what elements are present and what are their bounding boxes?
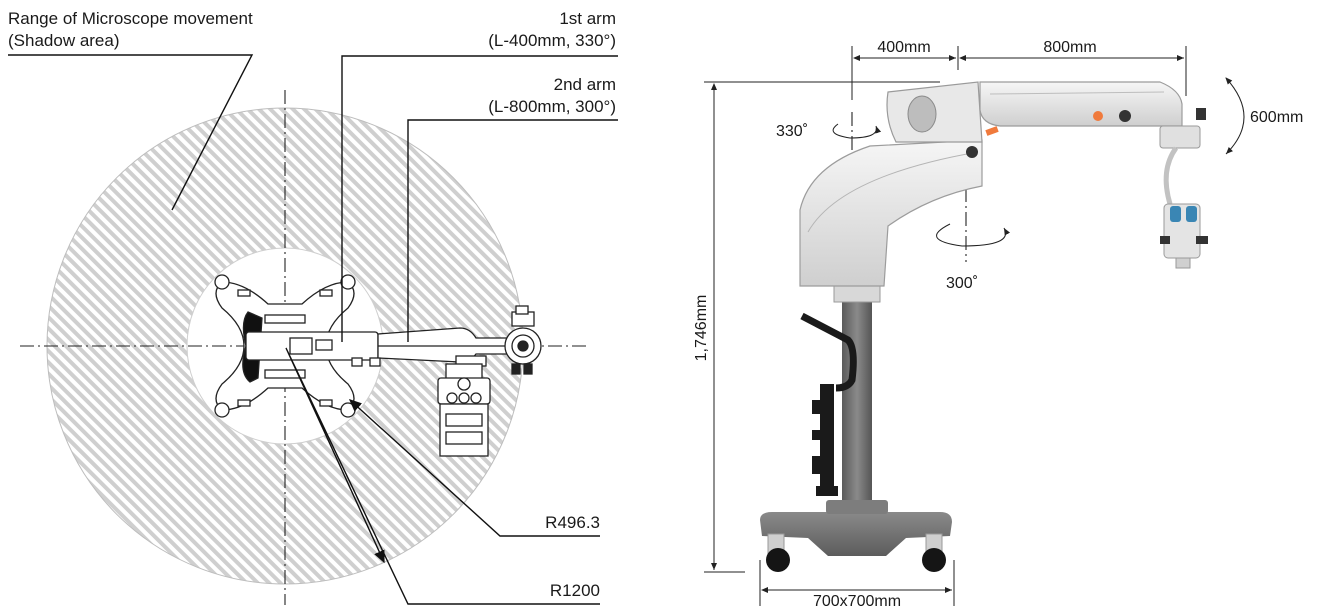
microscope-head-top <box>504 305 542 375</box>
microscope-stem <box>1163 146 1179 205</box>
support-column <box>842 292 872 504</box>
arms-top-view <box>245 327 511 367</box>
joint-knob <box>907 95 937 133</box>
r496-leader-line <box>348 399 600 537</box>
arm1-label-line1: 1st arm <box>559 9 616 28</box>
second-arm-body <box>979 81 1183 127</box>
height-label: 1,746mm <box>693 295 710 362</box>
range-leader-line <box>8 54 254 211</box>
arm-knob-1 <box>966 146 978 158</box>
range-label-line2: (Shadow area) <box>8 31 120 50</box>
side-view: 1,746mm 400mm 800mm 600mm 330˚ 300˚ <box>693 39 1303 610</box>
column-collar <box>833 283 881 303</box>
base-footprint-label: 700x700mm <box>813 593 901 610</box>
head-handle <box>1196 108 1206 120</box>
first-arm-highlight <box>807 151 979 233</box>
inner-radius-label: R496.3 <box>545 513 600 532</box>
r1200-leader-line <box>285 347 600 605</box>
arm1-leader-line <box>341 55 618 342</box>
arm2-leader-line <box>407 119 618 342</box>
arm-knob-2 <box>1119 110 1131 122</box>
brake-handle <box>985 126 999 136</box>
cable-hook <box>800 312 857 392</box>
arm2-rotation-label: 300˚ <box>946 275 978 292</box>
accessory-stack-side <box>812 384 838 496</box>
arm1-length-label: 400mm <box>877 39 930 56</box>
arm1-rotation-label: 330˚ <box>776 123 808 140</box>
arm1-label-line2: (L-400mm, 330°) <box>488 31 616 50</box>
arm-orange-dot <box>1093 111 1103 121</box>
top-view: Range of Microscope movement (Shadow are… <box>8 9 618 605</box>
vertical-travel-arc <box>1225 77 1245 155</box>
base-wheels <box>766 533 946 572</box>
base-top <box>826 500 888 514</box>
outer-radius-label: R1200 <box>550 581 600 600</box>
arm2-label-line1: 2nd arm <box>554 75 616 94</box>
first-arm-body <box>799 139 983 287</box>
range-label-line1: Range of Microscope movement <box>8 9 253 28</box>
accessory-box-top <box>437 363 491 457</box>
arm2-length-label: 800mm <box>1043 39 1096 56</box>
arm2-label-line2: (L-800mm, 300°) <box>488 97 616 116</box>
microscope-optics <box>1160 203 1208 269</box>
head-mount <box>1159 125 1201 149</box>
arm1-rotation-arrow <box>832 123 882 139</box>
base-body <box>760 512 952 556</box>
vertical-travel-label: 600mm <box>1250 109 1303 126</box>
second-arm-highlight <box>989 91 1165 95</box>
arm2-rotation-arrow <box>936 223 1011 247</box>
